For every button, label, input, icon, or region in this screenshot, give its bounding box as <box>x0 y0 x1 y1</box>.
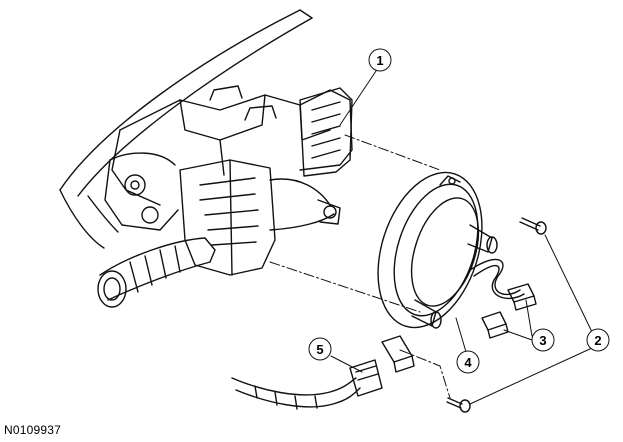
figure-id-label: N0109937 <box>4 423 61 437</box>
callout-2-leader-lower <box>469 347 593 405</box>
bolts <box>446 217 547 413</box>
callout-1-leader <box>339 67 379 126</box>
callout-4-circle <box>456 350 480 374</box>
callout-5-circle <box>308 337 332 361</box>
callout-2-leader-upper <box>544 234 593 333</box>
callout-4-leader <box>455 317 467 353</box>
clockspring <box>377 171 525 329</box>
callout-3-leader-lower <box>503 329 533 341</box>
callout-1-circle <box>368 48 392 72</box>
callout-3-circle <box>531 328 555 352</box>
callout-3-leader-upper <box>525 299 533 337</box>
instrument-panel-edge <box>59 9 313 249</box>
callouts: 1 2 3 4 5 <box>308 48 610 405</box>
callout-5-leader <box>330 355 363 373</box>
steering-column-assembly <box>104 85 353 276</box>
callout-3-number: 3 <box>539 333 546 348</box>
callout-4-number: 4 <box>464 355 472 370</box>
callout-2-circle <box>586 328 610 352</box>
alignment-lines <box>269 134 451 399</box>
callout-2-number: 2 <box>594 333 601 348</box>
multifunction-switch-lever <box>97 237 216 308</box>
electrical-connectors <box>481 283 537 339</box>
callout-5-number: 5 <box>316 342 323 357</box>
callout-1-number: 1 <box>376 53 383 68</box>
